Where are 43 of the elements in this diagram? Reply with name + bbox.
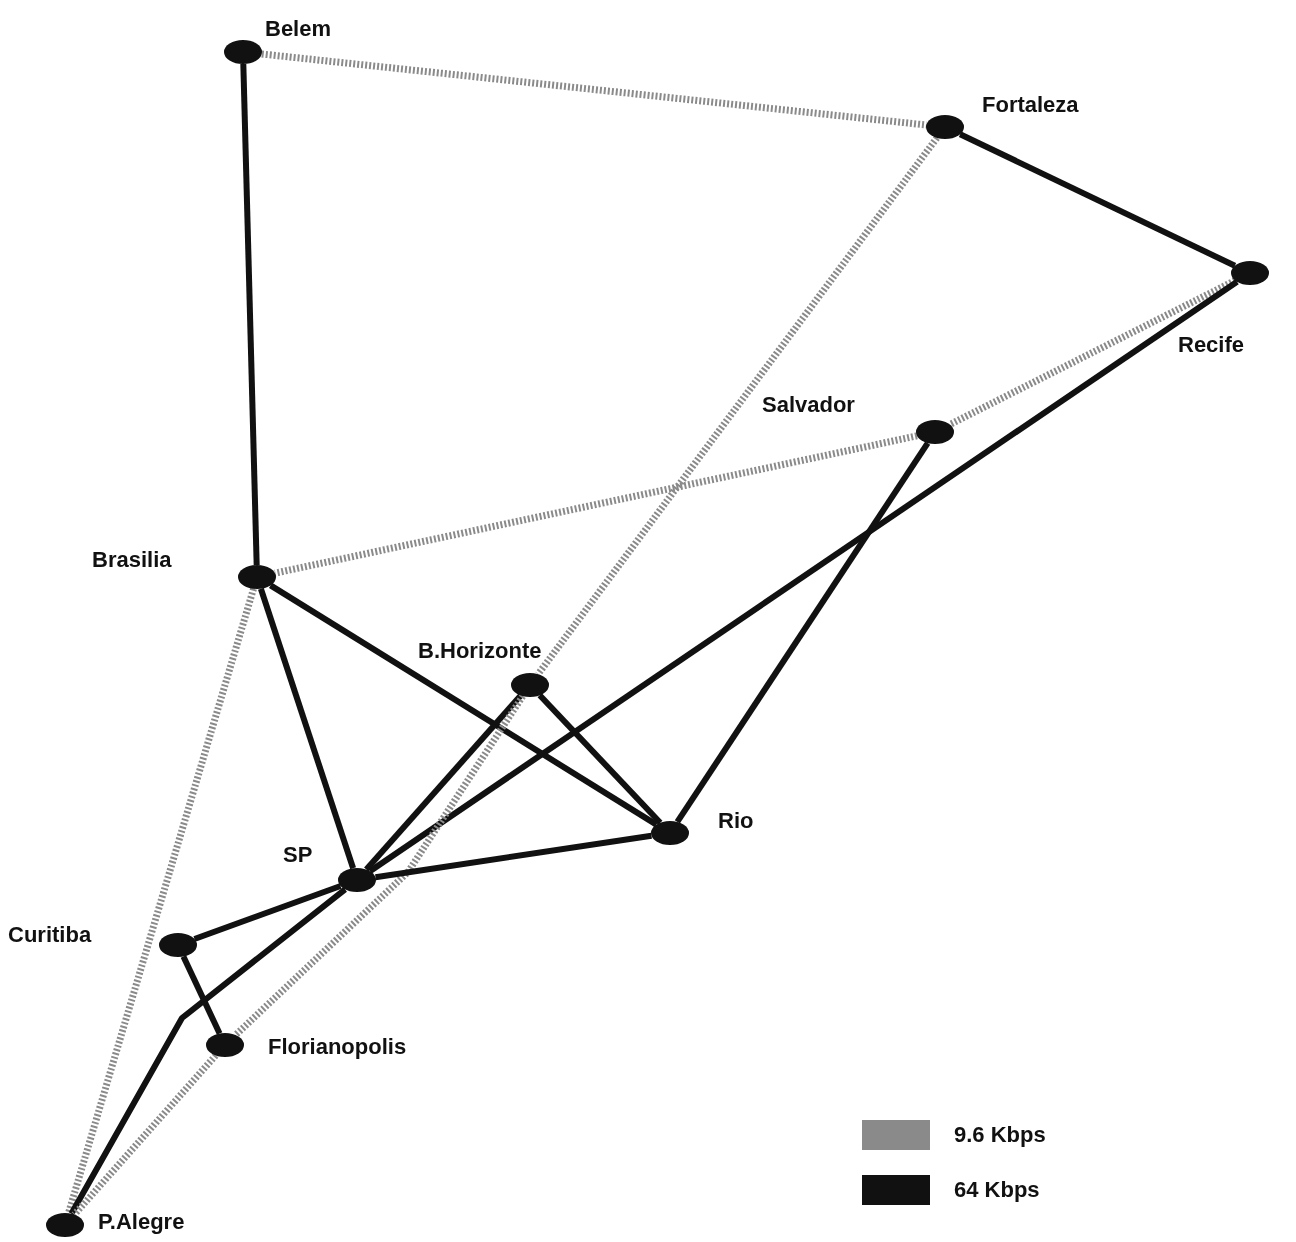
city-node bbox=[916, 420, 954, 444]
city-node bbox=[224, 40, 262, 64]
link-line bbox=[948, 277, 1237, 428]
city-label: P.Alegre bbox=[98, 1208, 185, 1236]
link-line bbox=[233, 694, 526, 1038]
link-line bbox=[535, 135, 940, 677]
legend-label: 64 Kbps bbox=[954, 1176, 1040, 1204]
city-node bbox=[46, 1213, 84, 1237]
link-line bbox=[193, 883, 342, 942]
link-line bbox=[261, 50, 927, 129]
link-line bbox=[65, 587, 257, 1215]
city-label: SP bbox=[283, 841, 313, 869]
link-line bbox=[375, 832, 652, 881]
link-line bbox=[240, 63, 260, 566]
link-line bbox=[180, 955, 223, 1035]
legend-label: 9.6 Kbps bbox=[954, 1121, 1046, 1149]
city-label: Brasilia bbox=[92, 546, 172, 574]
city-node bbox=[1231, 261, 1269, 285]
city-label: Curitiba bbox=[8, 921, 92, 949]
link-line bbox=[537, 693, 663, 825]
city-node bbox=[926, 115, 964, 139]
city-node bbox=[338, 868, 376, 892]
link-line bbox=[364, 693, 523, 872]
city-node bbox=[511, 673, 549, 697]
city-label: Rio bbox=[718, 807, 754, 835]
link-line bbox=[71, 1053, 219, 1217]
city-label: Salvador bbox=[762, 391, 855, 419]
city-label: B.Horizonte bbox=[418, 637, 542, 665]
city-label: Florianopolis bbox=[268, 1033, 407, 1061]
link-line bbox=[958, 131, 1237, 269]
city-label: Fortaleza bbox=[982, 91, 1079, 119]
city-node bbox=[159, 933, 197, 957]
city-label: Recife bbox=[1178, 331, 1245, 359]
city-node bbox=[206, 1033, 244, 1057]
link-line bbox=[674, 441, 931, 824]
city-node bbox=[651, 821, 689, 845]
link-line bbox=[368, 279, 1239, 874]
link-line bbox=[274, 432, 918, 577]
link-line bbox=[68, 887, 347, 1216]
link-line bbox=[258, 587, 356, 870]
link-line bbox=[269, 582, 658, 828]
city-label: Belem bbox=[265, 15, 332, 43]
city-node bbox=[238, 565, 276, 589]
